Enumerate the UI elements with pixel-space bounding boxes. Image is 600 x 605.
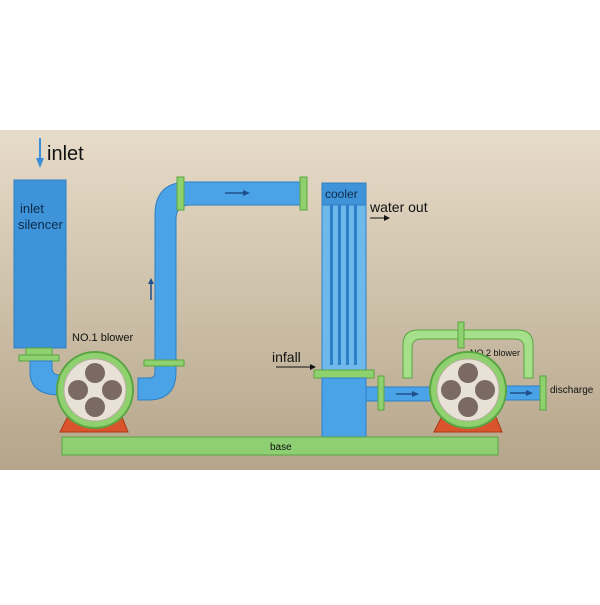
blower2-rotor-bottom (458, 397, 478, 417)
water-out-arrow-head (384, 215, 390, 221)
blower1-rotor-bottom (85, 397, 105, 417)
base-label: base (270, 442, 292, 453)
cooler-tube-2 (338, 205, 341, 365)
cooler-tube-3 (346, 205, 349, 365)
cooler-lower-body (321, 377, 367, 439)
cooler-tube-4 (354, 205, 357, 365)
cooler-tube-1 (330, 205, 333, 365)
riser-flange-top (176, 176, 185, 211)
inlet-label: inlet (47, 143, 84, 165)
blower1-rotor-top (85, 363, 105, 383)
blower1-rotor-right (102, 380, 122, 400)
riser-flange-bottom (143, 359, 185, 367)
infall-arrow-head (310, 364, 316, 370)
blower2-rotor-top (458, 363, 478, 383)
blower1-hub (90, 385, 100, 395)
cooler-label: cooler (325, 187, 358, 201)
silencer-label-line1: inlet (20, 201, 44, 216)
discharge-label: discharge (550, 385, 594, 396)
silencer-label-line2: silencer (18, 217, 63, 232)
silencer-flange-plate (18, 354, 60, 362)
discharge-arrow-head (526, 390, 533, 396)
blower2-hub (463, 385, 473, 395)
discharge-flange (539, 375, 547, 411)
blower2-rotor-left (441, 380, 461, 400)
water-out-label: water out (369, 199, 428, 215)
bypass-loop-pipe (402, 329, 534, 379)
blower2-inlet-flange (377, 375, 385, 411)
top-flow-arrow-head (243, 190, 250, 196)
blower2-inlet-arrow-head (412, 391, 419, 397)
cooler-inlet-flange (299, 176, 308, 211)
riser-flow-arrow-head (148, 278, 154, 284)
blower1-label: NO.1 blower (72, 332, 133, 344)
blower2-label: NO.2 blower (470, 348, 520, 358)
inlet-arrow-head (36, 158, 44, 168)
blower1-rotor-left (68, 380, 88, 400)
bypass-valve-flange (457, 321, 465, 349)
inlet-silencer (13, 179, 67, 349)
blower-2 (429, 351, 507, 433)
cooler-shell (321, 204, 367, 371)
infall-label: infall (272, 349, 301, 365)
blower2-rotor-right (475, 380, 495, 400)
blower-1 (56, 351, 134, 433)
cooler-base-flange (313, 369, 375, 379)
base-plate (61, 436, 499, 456)
